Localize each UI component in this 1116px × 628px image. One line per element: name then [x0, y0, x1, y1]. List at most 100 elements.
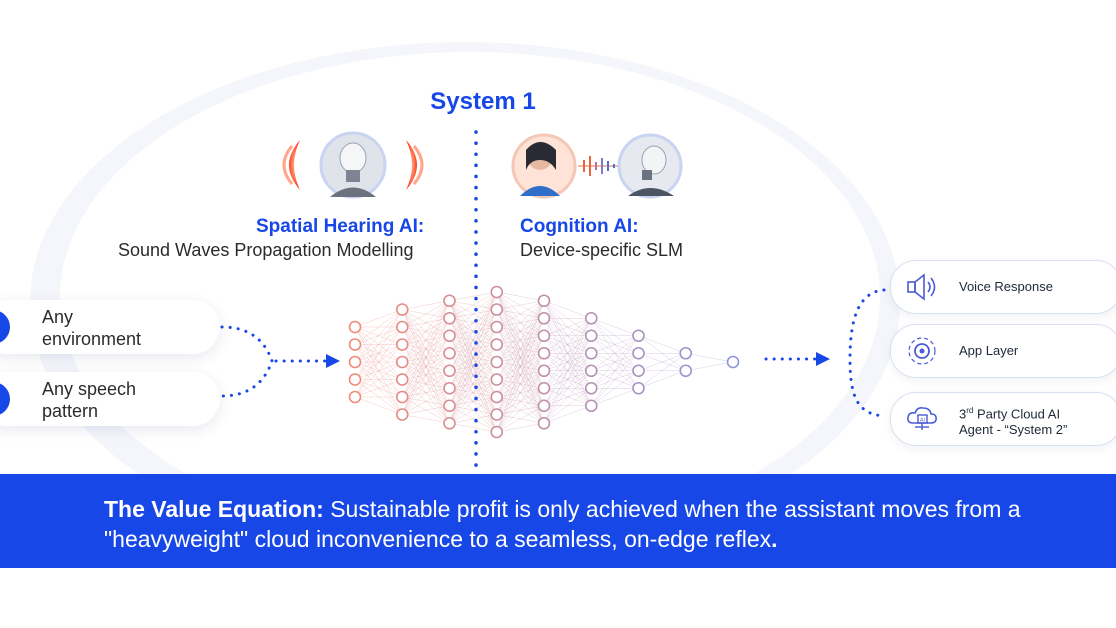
network-edge [402, 361, 450, 424]
network-edge [354, 344, 403, 363]
network-edge [543, 335, 592, 406]
network-node [348, 355, 362, 369]
network-edge [496, 291, 545, 354]
network-edge [402, 379, 450, 424]
network-edge [354, 326, 403, 363]
network-edge [449, 300, 497, 328]
network-edge [449, 300, 497, 415]
network-edge [449, 370, 497, 380]
network-edge [496, 414, 545, 424]
network-node [632, 329, 645, 343]
network-edge [543, 335, 592, 354]
network-edge [496, 291, 545, 371]
network-edge [543, 318, 592, 389]
network-edge [591, 335, 639, 371]
network-node [537, 294, 551, 308]
network-edge [543, 335, 592, 424]
network-edge [496, 318, 545, 380]
network-edge [496, 353, 545, 433]
output-label-app-layer: App Layer [959, 343, 1019, 358]
network-edge [449, 300, 497, 363]
check-icon: ✓ [0, 382, 10, 416]
network-edge [402, 335, 450, 398]
network-edge [496, 344, 545, 389]
network-edge [638, 335, 686, 371]
network-edge [402, 335, 450, 415]
network-edge [543, 318, 592, 336]
network-edge [543, 335, 592, 354]
network-edge [354, 361, 403, 380]
network-edge [543, 318, 592, 354]
network-edge [449, 361, 497, 406]
network-edge [591, 353, 639, 406]
network-edge [496, 300, 545, 415]
spatial-hearing-subtitle: Sound Waves Propagation Modelling [118, 240, 414, 260]
output-pill-app-layer: App Layer [890, 324, 1116, 378]
network-edge [449, 388, 497, 415]
network-node [679, 346, 693, 360]
network-edge [449, 309, 497, 319]
network-edge [496, 361, 545, 406]
network-edge [638, 353, 686, 389]
network-edge [402, 344, 450, 406]
network-edge [591, 318, 639, 354]
network-edge [543, 353, 592, 406]
network-edge [496, 379, 545, 389]
network-edge [449, 318, 497, 415]
network-edge [496, 318, 545, 433]
network-edge [449, 344, 497, 406]
output-pill-cloud-agent: AI 3rd Party Cloud AI Agent - “System 2” [890, 392, 1116, 446]
network-edge [496, 291, 545, 319]
network-edge [591, 370, 639, 406]
network-edge [402, 318, 450, 328]
network-edge [449, 370, 497, 398]
network-edge [496, 326, 545, 354]
network-edge [402, 361, 450, 389]
network-edge [402, 414, 450, 424]
network-edge [449, 361, 497, 371]
network-edge [543, 370, 592, 424]
network-edge [685, 361, 734, 371]
network-edge [496, 326, 545, 336]
network-edge [496, 291, 545, 389]
network-edge [449, 318, 497, 380]
network-edge [449, 379, 497, 424]
network-node [584, 381, 598, 395]
network-edge [543, 318, 592, 371]
person-avatar-icon [511, 133, 577, 199]
network-edge [591, 370, 639, 389]
network-edge [543, 318, 592, 354]
network-node [443, 399, 456, 413]
cloud-ai-icon: AI [907, 407, 937, 430]
network-edge [496, 291, 545, 424]
network-edge [496, 396, 545, 424]
network-node [348, 390, 362, 404]
network-edge [543, 353, 592, 371]
network-edge [496, 379, 545, 424]
network-edge [449, 309, 497, 336]
network-edge [543, 300, 592, 406]
network-edge [591, 353, 639, 389]
network-edge [591, 335, 639, 389]
network-edge [496, 361, 545, 424]
network-node [348, 338, 362, 351]
network-edge [591, 370, 639, 389]
network-edge [402, 300, 450, 345]
network-edge [449, 326, 497, 371]
network-edge [496, 335, 545, 363]
network-edge [496, 300, 545, 328]
network-edge [543, 370, 592, 389]
network-edge [449, 300, 497, 380]
network-edge [449, 344, 497, 371]
network-node [490, 373, 504, 386]
network-edge [402, 309, 450, 319]
network-edge [449, 318, 497, 363]
network-edge [402, 335, 450, 363]
network-edge [496, 361, 545, 389]
network-edge [449, 353, 497, 380]
network-edge [402, 318, 450, 345]
network-edge [496, 344, 545, 424]
network-edge [496, 335, 545, 380]
network-edge [496, 300, 545, 380]
network-edge [449, 326, 497, 406]
